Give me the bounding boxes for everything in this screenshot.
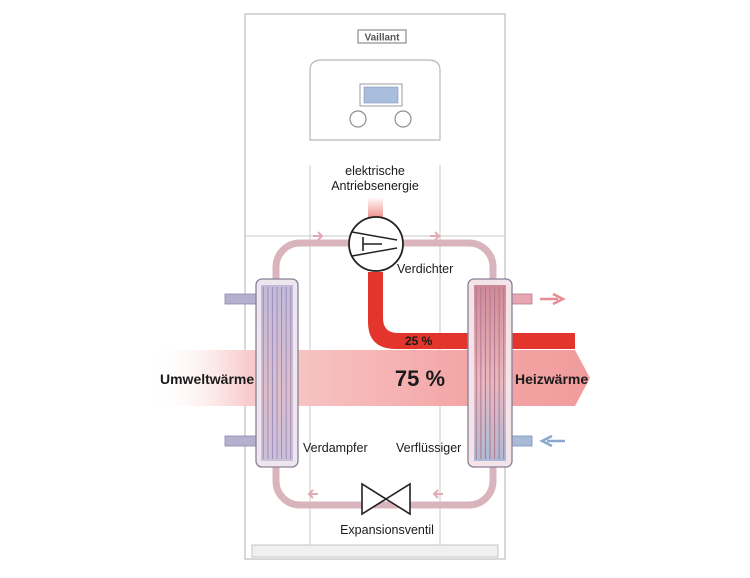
warm-water-out-arrow xyxy=(540,292,566,306)
control-panel xyxy=(309,59,441,141)
compressor-label: Verdichter xyxy=(397,262,453,276)
compressor-icon xyxy=(348,216,404,272)
condenser-label: Verflüssiger xyxy=(396,441,461,455)
evaporator xyxy=(255,278,299,468)
right-knob xyxy=(394,110,412,128)
drive-energy-label-line1: elektrische xyxy=(345,164,405,178)
ambient-heat-label: Umweltwärme xyxy=(160,371,254,387)
evaporator-label: Verdampfer xyxy=(303,441,368,455)
loop-arrows xyxy=(307,231,443,499)
heating-heat-label: Heizwärme xyxy=(515,371,588,387)
expansion-valve-icon xyxy=(361,482,411,516)
cold-water-in-arrow xyxy=(539,434,565,448)
water-connectors xyxy=(224,292,566,448)
display-screen xyxy=(363,86,399,104)
ambient-share-label: 75 % xyxy=(395,366,445,391)
drive-share-label: 25 % xyxy=(405,334,433,348)
condenser xyxy=(467,278,513,468)
svg-text:Vaillant: Vaillant xyxy=(364,33,400,44)
left-knob xyxy=(349,110,367,128)
vaillant-logo: Vaillant xyxy=(357,29,407,44)
expansion-valve-label: Expansionsventil xyxy=(340,523,434,537)
drive-energy-label-line2: Antriebsenergie xyxy=(331,179,419,193)
